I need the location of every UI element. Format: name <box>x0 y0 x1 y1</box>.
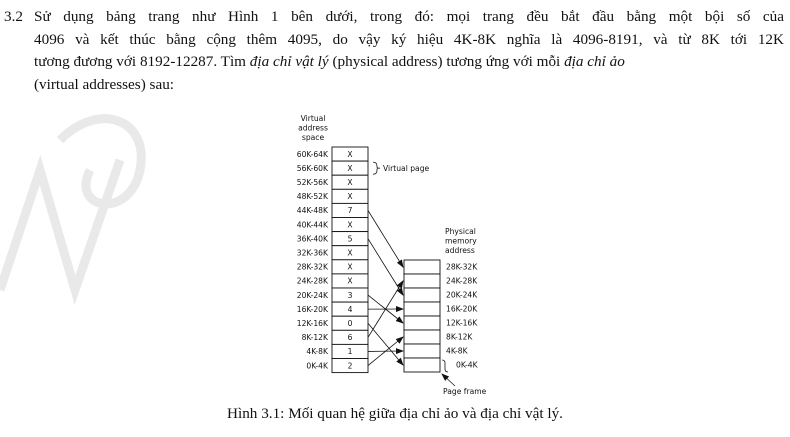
virtual-page-entry: 3 <box>348 291 353 300</box>
virtual-page-entry: X <box>347 277 352 286</box>
virtual-range-label: 24K-28K <box>297 277 329 286</box>
virtual-page-entry: X <box>347 192 352 201</box>
physical-frame-table: 28K-32K 24K-28K 20K-24K 16K-20K 12K-16K 8K-12… <box>403 259 478 373</box>
virtual-range-label: 28K-32K <box>297 263 329 272</box>
physical-title-line: address <box>445 246 475 255</box>
physical-range-label: 20K-24K <box>446 291 478 300</box>
mapping-arrow <box>367 322 404 366</box>
physical-range-label: 12K-16K <box>446 319 478 328</box>
virtual-range-label: 0K-4K <box>306 361 329 370</box>
virtual-page-entry: X <box>347 164 352 173</box>
mapping-arrow <box>367 210 404 268</box>
physical-range-label: 8K-12K <box>446 333 473 342</box>
physical-range-label: 16K-20K <box>446 305 478 314</box>
mapping-arrow <box>367 336 404 366</box>
virtual-page-table: 60K-64K X 56K-60K X 52K-56K X 48K-52K X 44K-48K 7… <box>297 146 369 374</box>
virtual-page-entry: 4 <box>348 305 353 314</box>
mapping-arrow <box>367 238 404 296</box>
virtual-range-label: 48K-52K <box>297 192 329 201</box>
physical-frame-cell <box>403 343 441 359</box>
physical-frame-cell <box>403 329 441 345</box>
exercise-line-3b: (physical address) tương ứng với mỗi <box>328 53 565 70</box>
virtual-page-entry: X <box>347 178 352 187</box>
virtual-page-entry: 1 <box>348 347 353 356</box>
physical-frame-cell <box>403 315 441 331</box>
virtual-page-entry: X <box>347 248 352 257</box>
exercise-line-4: (virtual addresses) sau: <box>34 75 175 93</box>
physical-range-label: 0K-4K <box>456 361 479 370</box>
exercise-line-2: 4096 và kết thúc bằng cộng thêm 4095, do… <box>34 30 784 48</box>
physical-range-label: 4K-8K <box>446 347 469 356</box>
virtual-range-label: 52K-56K <box>297 178 329 187</box>
virtual-range-label: 4K-8K <box>306 347 329 356</box>
virtual-page-entry: 2 <box>348 361 353 370</box>
page-frame-brace <box>441 359 449 373</box>
mapping-arrow <box>367 280 404 338</box>
virtual-page-label: Virtual page <box>383 164 430 173</box>
figure-caption: Hình 3.1: Mối quan hệ giữa địa chỉ ảo và… <box>227 405 563 422</box>
physical-frame-cell <box>403 273 441 289</box>
mapping-arrows <box>367 210 404 366</box>
virtual-range-label: 40K-44K <box>297 220 329 229</box>
virtual-page-entry: 0 <box>348 319 353 328</box>
virtual-page-entry: 5 <box>348 234 353 243</box>
exercise-paragraph: 3.2 Sử dụng bảng trang như Hình 1 bên dướ… <box>4 6 784 96</box>
virtual-page-entry: X <box>347 263 352 272</box>
virtual-page-entry: X <box>347 220 352 229</box>
page-frame-annotation: 0K-4K Page frame <box>441 359 487 396</box>
virtual-title-line: Virtual <box>301 114 326 123</box>
exercise-line-1: Sử dụng bảng trang như Hình 1 bên dưới, … <box>34 8 784 25</box>
physical-range-label: 24K-28K <box>446 277 478 286</box>
emphasis-physical-address: địa chỉ vật lý <box>249 53 329 70</box>
virtual-range-label: 8K-12K <box>302 333 329 342</box>
virtual-range-label: 44K-48K <box>297 206 329 215</box>
virtual-range-label: 60K-64K <box>297 150 329 159</box>
virtual-page-entry: 7 <box>348 206 353 215</box>
physical-range-label: 28K-32K <box>446 263 478 272</box>
physical-title-line: Physical <box>445 227 476 236</box>
virtual-range-label: 36K-40K <box>297 234 329 243</box>
physical-frame-cell <box>403 301 441 317</box>
virtual-range-label: 56K-60K <box>297 164 329 173</box>
page-frame-pointer <box>441 373 456 387</box>
brace-shape <box>372 161 381 175</box>
virtual-page-entry: 6 <box>348 333 353 342</box>
virtual-range-label: 20K-24K <box>297 291 329 300</box>
physical-title-line: memory <box>445 237 477 246</box>
virtual-title-line: address <box>298 124 328 133</box>
virtual-range-label: 12K-16K <box>297 319 329 328</box>
virtual-title-line: space <box>302 133 325 142</box>
exercise-number: 3.2 <box>4 8 23 25</box>
physical-frame-cell <box>403 357 441 373</box>
physical-frame-cell <box>403 259 441 275</box>
virtual-page-brace: Virtual page <box>372 161 430 175</box>
emphasis-virtual-address: địa chỉ ảo <box>564 53 625 70</box>
exercise-line-3a: tương đương với 8192-12287. Tìm <box>34 53 250 70</box>
virtual-range-label: 32K-36K <box>297 248 329 257</box>
virtual-page-entry: X <box>347 150 352 159</box>
virtual-range-label: 16K-20K <box>297 305 329 314</box>
physical-frame-cell <box>403 287 441 303</box>
page-frame-label: Page frame <box>443 387 487 396</box>
